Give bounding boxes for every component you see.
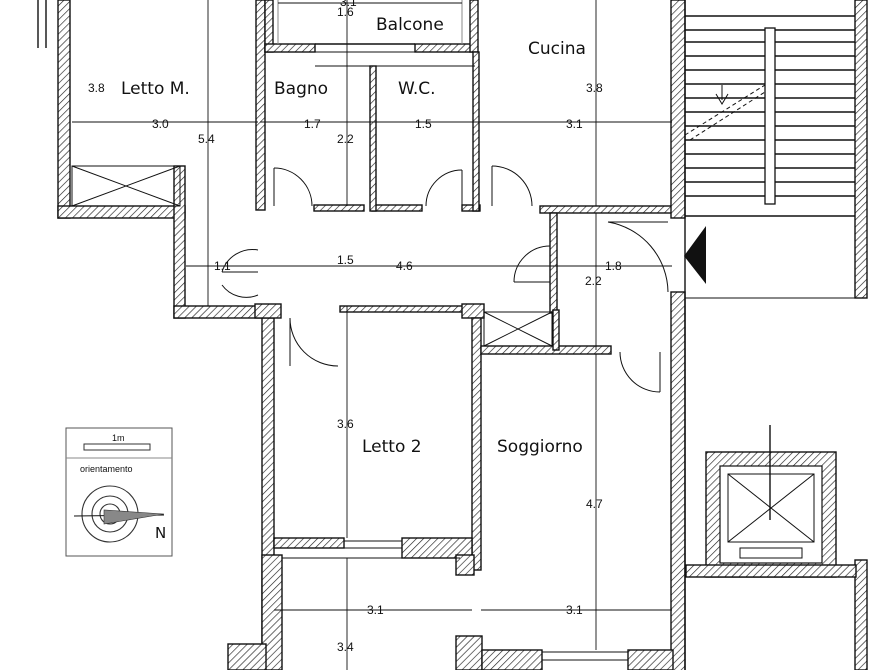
dim-label: 3.8: [88, 81, 105, 95]
room-label-balcone: Balcone: [376, 15, 444, 35]
scale-bar: [83, 443, 151, 451]
stairs: [684, 15, 855, 217]
north-label: N: [155, 524, 166, 542]
dim-label: 3.8: [586, 81, 603, 95]
scale-label: 1m: [112, 433, 125, 443]
walls: [57, 0, 868, 670]
room-label-letto-m: Letto M.: [121, 79, 190, 99]
room-label-cucina: Cucina: [528, 39, 586, 59]
orientation-label: orientamento: [80, 464, 133, 474]
dim-label: 3.1: [566, 603, 583, 617]
dimension-labels: 3.1 1.6 3.8 3.0 5.4 1.7 2.2 1.5 3.1 3.8 …: [88, 0, 622, 654]
dim-label: 3.0: [152, 117, 169, 131]
room-label-letto-2: Letto 2: [362, 437, 422, 457]
dim-label: 2.2: [337, 132, 354, 146]
doors: [221, 165, 706, 393]
dim-label: 5.4: [198, 132, 215, 146]
room-label-wc: W.C.: [398, 79, 436, 99]
legend-box: 1m orientamento N: [65, 427, 173, 557]
dim-label: 3.4: [337, 640, 354, 654]
dim-label: 1.8: [605, 259, 622, 273]
fixtures: [37, 0, 867, 670]
dim-label: 3.1: [566, 117, 583, 131]
room-label-bagno: Bagno: [274, 79, 328, 99]
dim-label: 1.5: [415, 117, 432, 131]
dim-label: 1.6: [337, 5, 354, 19]
dim-label: 4.7: [586, 497, 603, 511]
dim-label: 1.1: [214, 259, 231, 273]
dim-label: 1.5: [337, 253, 354, 267]
room-label-soggiorno: Soggiorno: [497, 437, 583, 457]
dimension-lines: [72, 0, 672, 670]
entrance-arrow-icon: [684, 226, 706, 284]
compass-icon: [73, 485, 165, 543]
dim-label: 1.7: [304, 117, 321, 131]
room-labels: Letto M. Bagno W.C. Balcone Cucina Letto…: [121, 15, 586, 457]
dim-label: 4.6: [396, 259, 413, 273]
dim-label: 3.6: [337, 417, 354, 431]
dim-label: 3.1: [340, 0, 357, 9]
dim-label: 2.2: [585, 274, 602, 288]
dim-label: 3.1: [367, 603, 384, 617]
